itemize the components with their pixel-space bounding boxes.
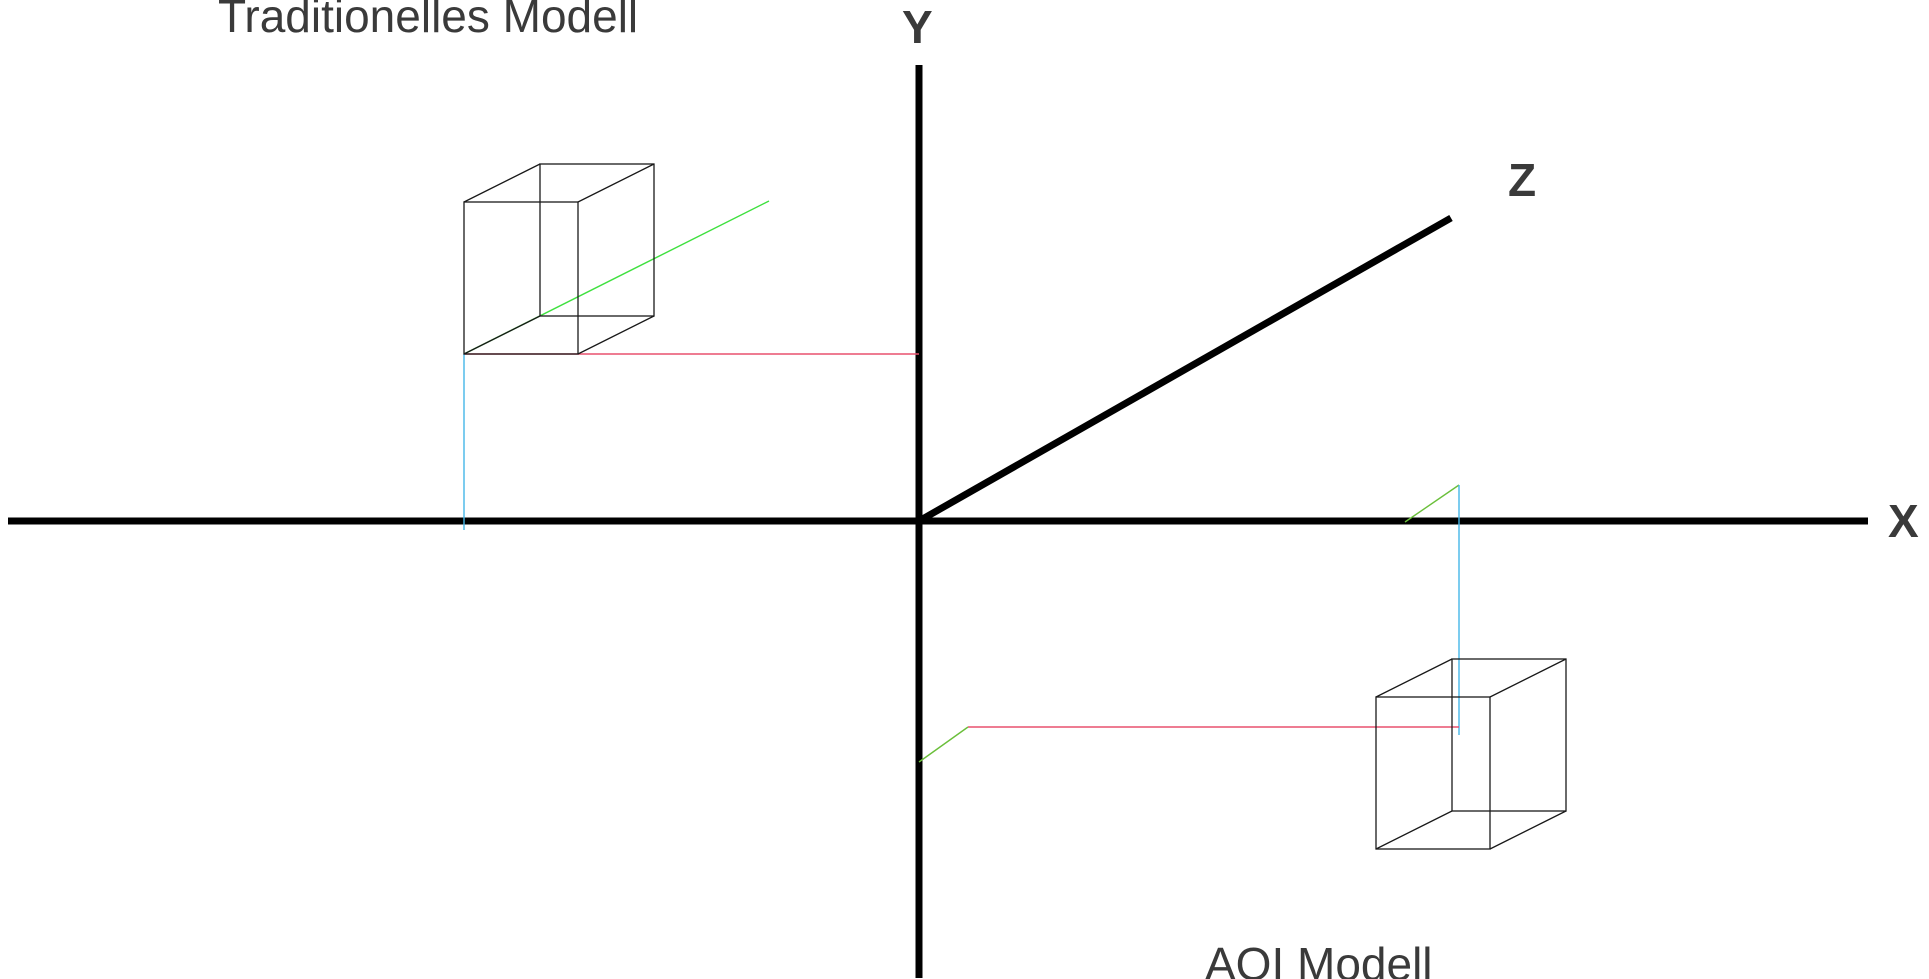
- aoi-z-projection-top: [1404, 484, 1460, 523]
- aoi-model: AOI Modell: [918, 484, 1567, 979]
- traditional-model: Traditionelles Modell: [218, 0, 919, 530]
- aoi-z-projection-bottom: [918, 726, 969, 763]
- x-axis-label: X: [1888, 495, 1919, 547]
- traditional-model-title: Traditionelles Modell: [218, 0, 638, 42]
- z-axis: [917, 214, 1453, 525]
- z-axis-label: Z: [1508, 154, 1536, 206]
- y-axis-label: Y: [902, 1, 933, 53]
- traditional-cube: [463, 163, 655, 355]
- aoi-model-title: AOI Modell: [1205, 938, 1433, 979]
- aoi-cube: [1375, 658, 1567, 850]
